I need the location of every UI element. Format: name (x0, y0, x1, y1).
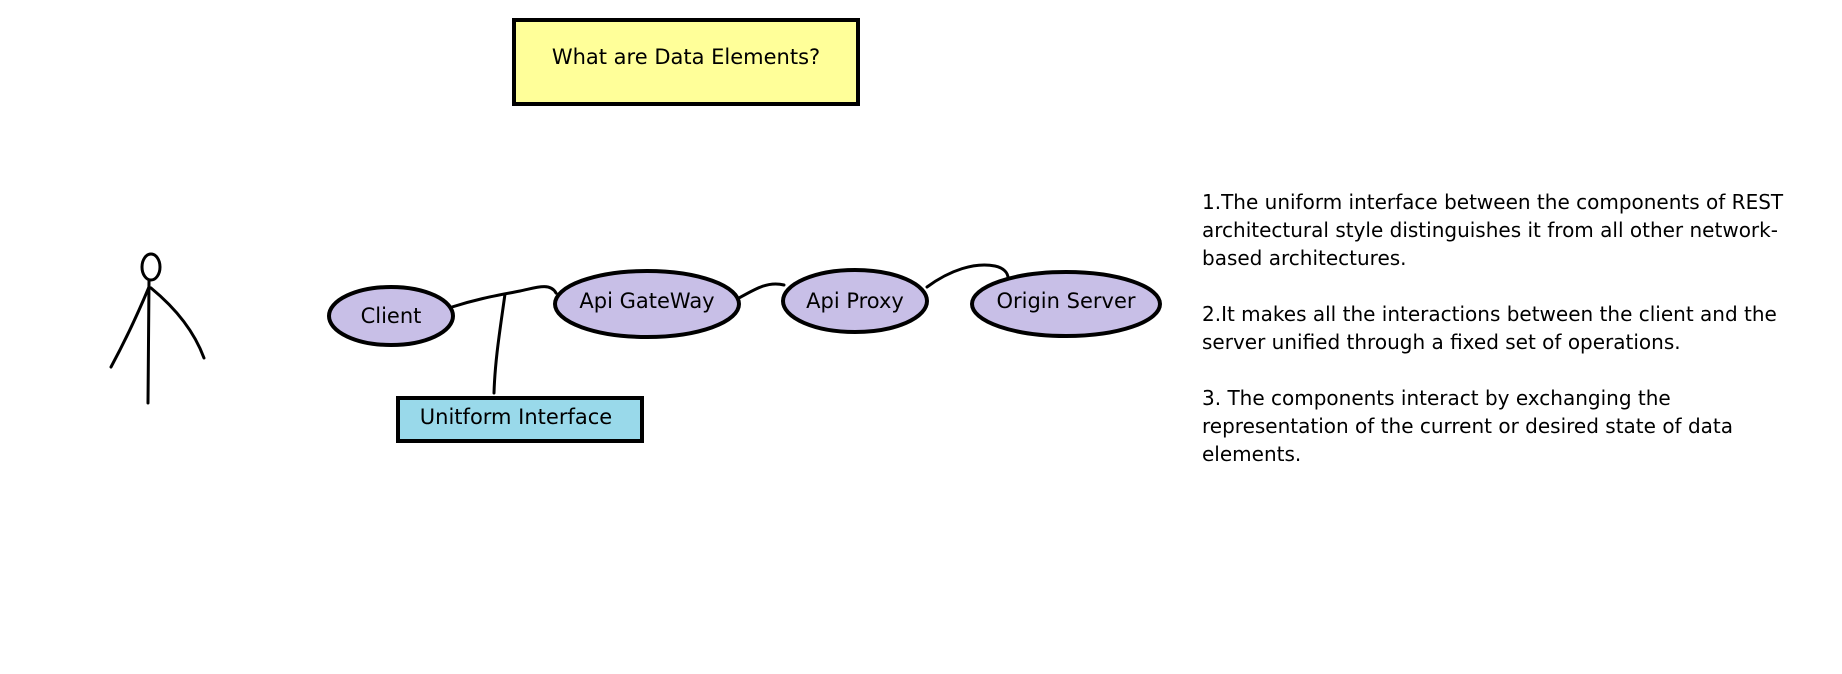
node-origin-server-shape (970, 270, 1162, 338)
actor-right-arm (149, 286, 206, 360)
node-api-proxy-label: Api Proxy (806, 289, 904, 313)
gateway-proxy-connector (737, 282, 786, 300)
client-gateway-connector (450, 285, 558, 309)
note-2: 2.It makes all the interactions between … (1202, 302, 1777, 354)
interface-connector (492, 292, 507, 395)
note-1: 1.The uniform interface between the comp… (1202, 190, 1784, 270)
actor-head (140, 252, 162, 282)
actor-figure (109, 252, 206, 405)
notes-panel: 1.The uniform interface between the comp… (1202, 188, 1822, 496)
node-api-proxy: Api Proxy (781, 268, 929, 334)
connectors (450, 263, 1010, 395)
actor-body (146, 279, 151, 405)
node-client-shape (327, 285, 455, 347)
node-origin-server: Origin Server (970, 270, 1162, 338)
node-api-gateway-shape (553, 269, 741, 339)
interface-label: Unitform Interface (420, 405, 612, 429)
node-api-proxy-shape (781, 268, 929, 334)
proxy-origin-connector (925, 263, 1010, 289)
interface-box: Unitform Interface (396, 396, 644, 443)
title-box: What are Data Elements? (512, 18, 860, 106)
actor-left-arm (109, 285, 151, 369)
note-3: 3. The components interact by exchanging… (1202, 386, 1733, 466)
node-api-gateway-label: Api GateWay (579, 289, 714, 313)
node-client: Client (327, 285, 455, 347)
diagram-title: What are Data Elements? (552, 45, 820, 69)
node-api-gateway: Api GateWay (553, 269, 741, 339)
title-box-frame (512, 18, 860, 106)
node-origin-server-label: Origin Server (996, 289, 1135, 313)
node-client-label: Client (361, 304, 422, 328)
interface-box-frame (396, 396, 644, 443)
